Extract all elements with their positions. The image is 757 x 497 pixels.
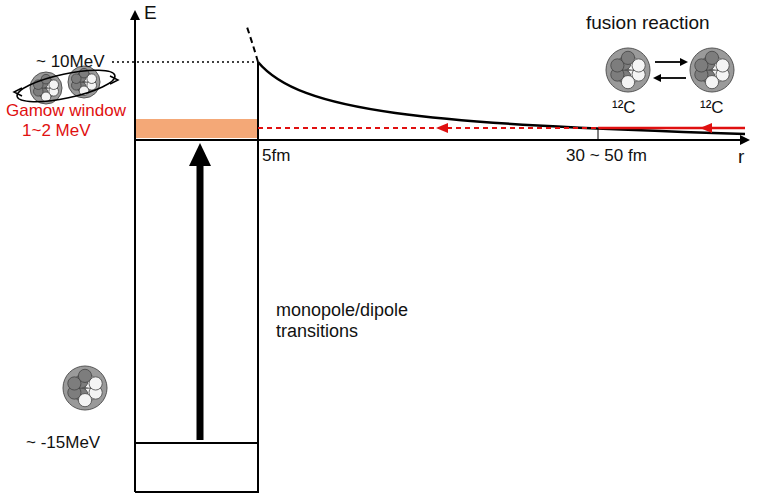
energy-axis [134, 12, 136, 492]
nucleus-label: ¹²C [700, 98, 724, 118]
rotation-head [110, 76, 118, 84]
nucleon [621, 51, 634, 64]
axis-label: E [144, 2, 157, 24]
nucleon [705, 76, 718, 89]
nucleon [78, 369, 91, 382]
coulomb-dashed [246, 24, 258, 62]
well-box [135, 62, 258, 492]
axis-label: r [738, 146, 744, 168]
coulomb-curve [258, 62, 745, 134]
incoming-line [598, 127, 745, 130]
r-axis [135, 139, 748, 141]
tunnel-head [436, 123, 448, 133]
window-label: Gamow window [6, 101, 126, 121]
barrier-level [112, 61, 258, 63]
rotation-head [14, 88, 22, 96]
gamow-band [135, 119, 258, 138]
ground-level [135, 442, 258, 444]
nucleon [78, 394, 91, 407]
distance-value: 5fm [262, 146, 290, 166]
nuclei [30, 48, 734, 410]
distance-range: 30 ~ 50 fm [566, 146, 647, 166]
nucleus [606, 48, 650, 92]
nucleus-label: ¹²C [612, 98, 636, 118]
incoming-head [700, 123, 712, 133]
tunnel-line [258, 127, 598, 129]
tick [598, 128, 599, 140]
nucleon [705, 51, 718, 64]
nucleon [621, 76, 634, 89]
nucleus [690, 48, 734, 92]
energy-value: ~ 10MeV [36, 52, 105, 72]
transition-label: monopole/dipole transitions [276, 300, 426, 341]
approach-arrow [655, 77, 686, 79]
process-label: fusion reaction [586, 12, 710, 34]
energy-value: ~ -15MeV [26, 433, 100, 453]
energy-range: 1~2 MeV [22, 121, 91, 141]
transition-arrow [197, 162, 204, 440]
approach-arrow [655, 61, 686, 63]
nucleus [63, 366, 107, 410]
transition-head [189, 143, 211, 166]
